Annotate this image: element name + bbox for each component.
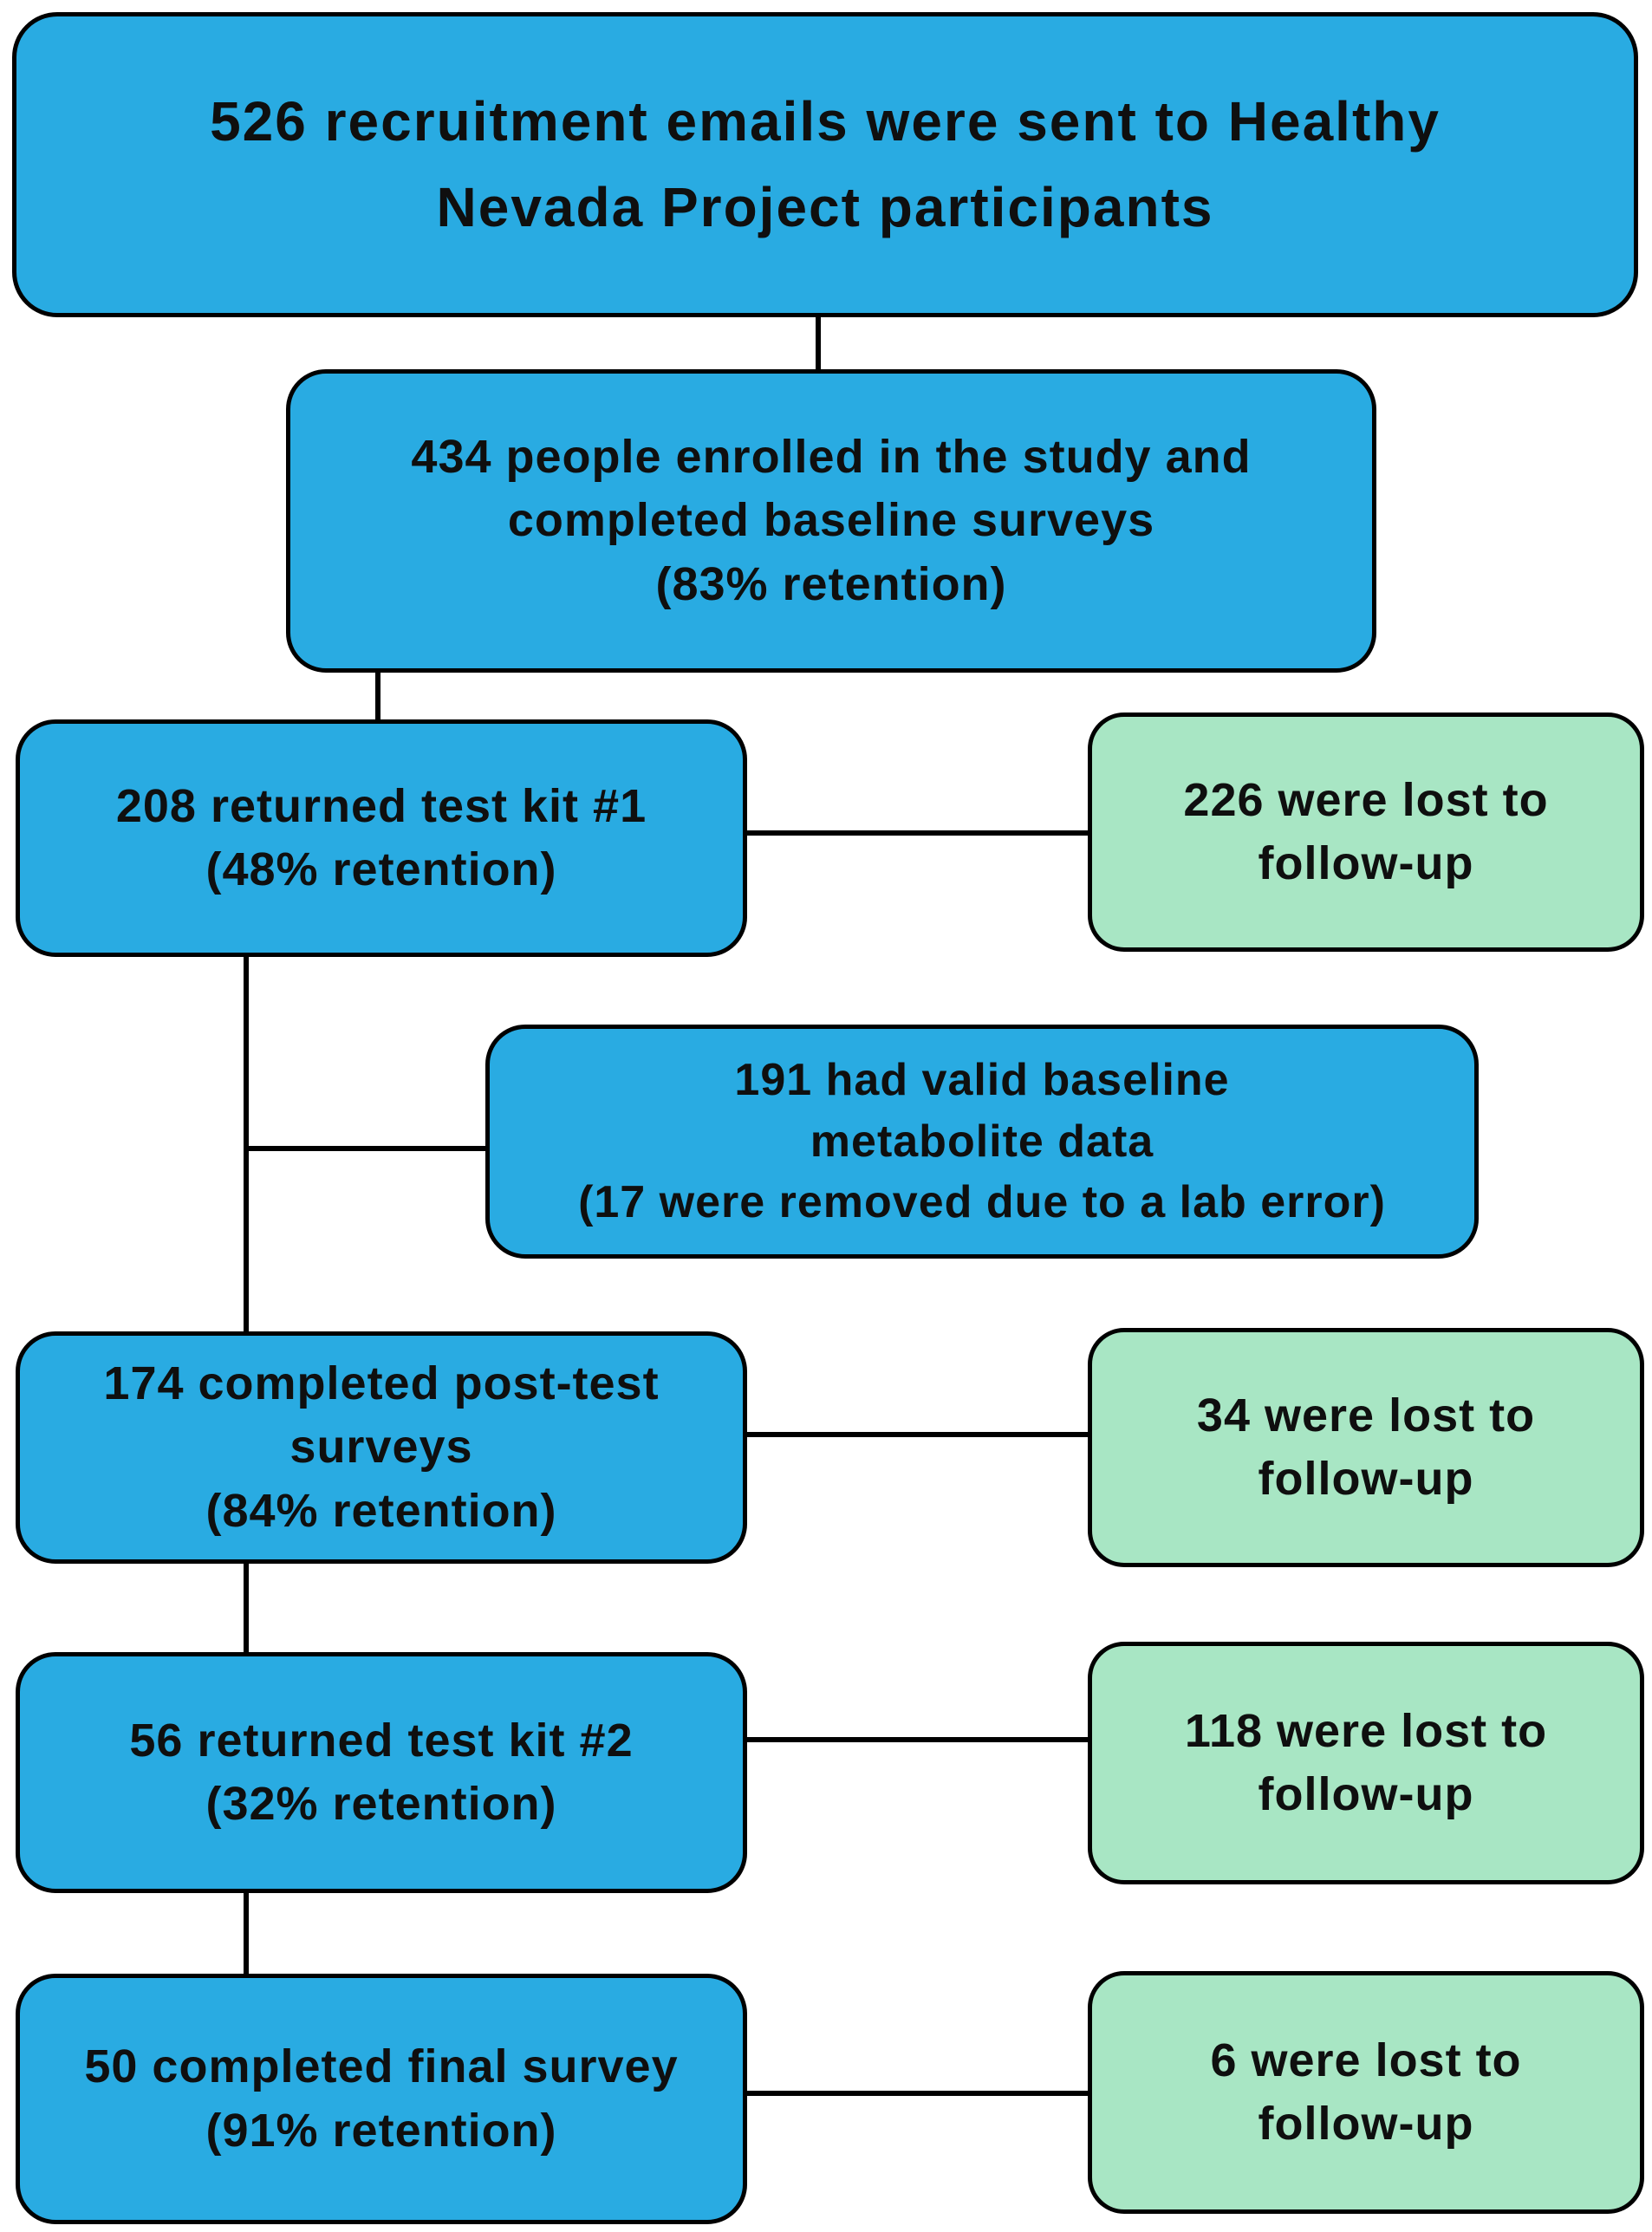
text-line: completed baseline surveys (507, 494, 1155, 547)
node-final-survey: 50 completed final survey (91% retention… (16, 1974, 747, 2224)
connector-enrolled-to-kit1 (375, 673, 380, 719)
text-line: 208 returned test kit #1 (115, 779, 647, 832)
connector-kit1-to-post-test (244, 957, 249, 1331)
connector-branch-to-metabolite (244, 1146, 491, 1151)
text-line: follow-up (1258, 1768, 1474, 1820)
text-line: (17 were removed due to a lab error) (578, 1177, 1386, 1228)
text-line: 174 completed post-test (103, 1357, 660, 1409)
node-enrolled-baseline: 434 people enrolled in the study and com… (286, 369, 1376, 673)
node-returned-kit1: 208 returned test kit #1 (48% retention) (16, 719, 747, 957)
text-line: (83% retention) (655, 557, 1007, 610)
text-line: (32% retention) (205, 1778, 557, 1830)
text-line: (48% retention) (205, 843, 557, 895)
connector-kit1-to-lost-kit1 (747, 830, 1088, 836)
connector-recruitment-to-enrolled (816, 317, 821, 369)
node-valid-metabolite-data: 191 had valid baseline metabolite data (… (485, 1025, 1479, 1259)
text-line: 6 were lost to (1210, 2034, 1522, 2086)
text-line: follow-up (1258, 1453, 1474, 1505)
connector-final-to-lost (747, 2091, 1088, 2096)
text-line: 434 people enrolled in the study and (411, 430, 1252, 483)
text-line: (91% retention) (205, 2104, 557, 2157)
text-line: 226 were lost to (1183, 773, 1549, 826)
text-line: metabolite data (810, 1116, 1154, 1167)
connector-kit2-to-lost (747, 1737, 1088, 1742)
text-line: 56 returned test kit #2 (129, 1714, 634, 1767)
text-line: 118 were lost to (1184, 1704, 1548, 1757)
node-lost-followup-2: 34 were lost to follow-up (1088, 1328, 1644, 1567)
node-lost-followup-1: 226 were lost to follow-up (1088, 713, 1644, 952)
text-line: Nevada Project participants (436, 176, 1214, 238)
text-line: 50 completed final survey (84, 2040, 679, 2093)
text-line: follow-up (1258, 837, 1474, 889)
node-recruitment-emails: 526 recruitment emails were sent to Heal… (12, 12, 1638, 317)
node-lost-followup-4: 6 were lost to follow-up (1088, 1971, 1644, 2214)
text-line: follow-up (1258, 2098, 1474, 2150)
connector-post-test-to-lost (747, 1432, 1088, 1437)
text-line: 526 recruitment emails were sent to Heal… (210, 89, 1441, 153)
text-line: surveys (289, 1421, 473, 1474)
node-post-test-surveys: 174 completed post-test surveys (84% ret… (16, 1331, 747, 1564)
connector-kit2-to-final (244, 1893, 249, 1974)
text-line: (84% retention) (205, 1484, 557, 1537)
text-line: 191 had valid baseline (734, 1054, 1230, 1105)
node-returned-kit2: 56 returned test kit #2 (32% retention) (16, 1652, 747, 1893)
node-lost-followup-3: 118 were lost to follow-up (1088, 1642, 1644, 1884)
text-line: 34 were lost to (1196, 1389, 1536, 1441)
connector-post-test-to-kit2 (244, 1564, 249, 1652)
